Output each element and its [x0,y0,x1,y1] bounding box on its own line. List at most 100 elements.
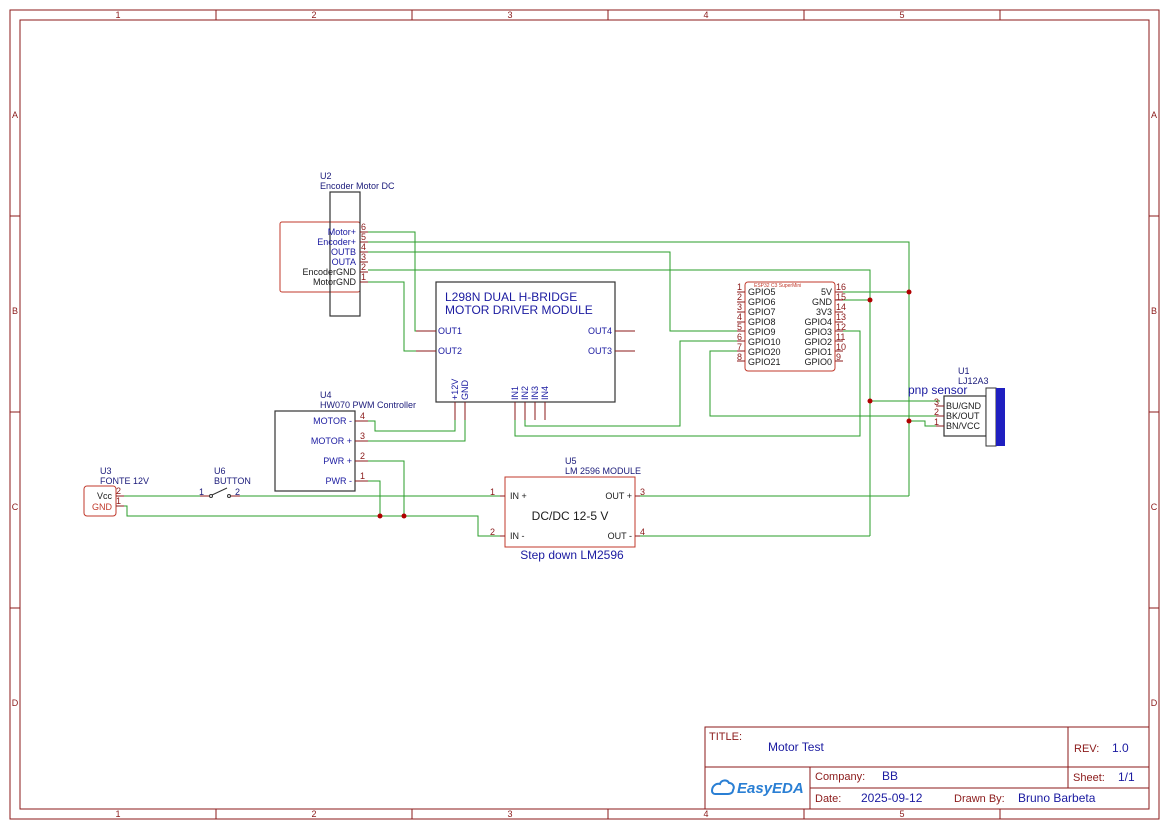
esp-pin8-name: GPIO21 [748,357,781,367]
component-u6-button[interactable]: U6 BUTTON 1 2 [199,466,251,498]
u2-pin3-name: OUTA [332,257,356,267]
u2-name: Encoder Motor DC [320,181,395,191]
u6-pin2-num: 2 [235,487,240,497]
u4-pin1-name: PWR - [326,476,353,486]
u5-pin3-num: 3 [640,487,645,497]
esp-pin5-num: 5 [737,322,742,332]
junction-pwr-plus [401,513,407,519]
u5-body [504,476,636,548]
esp-pin9-num: 9 [836,352,841,362]
esp-pin3-num: 3 [737,302,742,312]
u5-pin4-name: OUT - [608,531,632,541]
component-u3-power-supply[interactable]: U3 FONTE 12V Vcc GND 2 1 [83,466,149,517]
u5-pin2-name: IN - [510,531,525,541]
u5-name: LM 2596 MODULE [565,466,641,476]
u6-name: BUTTON [214,476,251,486]
l298n-in3: IN3 [530,386,540,400]
component-esp32-c3[interactable]: ESP32 C3 SuperMini GPIO5 GPIO6 GPIO7 GPI… [737,281,846,372]
u2-pin5-num: 5 [361,232,366,242]
col-label-3-top: 3 [507,10,512,20]
col-label-1-bottom: 1 [115,809,120,819]
esp-pin15-name: GND [812,297,833,307]
esp-pin4-name: GPIO8 [748,317,776,327]
u3-pin2-name: Vcc [97,491,113,501]
u5-pin3-name: OUT + [605,491,632,501]
u6-ref: U6 [214,466,226,476]
u1-ref: U1 [958,366,970,376]
u3-pin1-num: 1 [116,496,121,506]
esp-pin7-name: GPIO20 [748,347,781,357]
u3-name: FONTE 12V [100,476,149,486]
wire-gpio20-sensor [709,350,940,417]
u6-pin1-num: 1 [199,487,204,497]
u4-pin2-name: PWR + [323,456,352,466]
u2-pin6-num: 6 [361,222,366,232]
esp-pin6-num: 6 [737,332,742,342]
u3-ref: U3 [100,466,112,476]
junction-5v [906,289,912,295]
u2-pin4-name: OUTB [331,247,356,257]
esp-left-pins: GPIO5 GPIO6 GPIO7 GPIO8 GPIO9 GPIO10 GPI… [737,282,781,367]
wire-outb-gpio9 [368,251,741,332]
u4-pin3-num: 3 [360,431,365,441]
u2-body [329,191,361,317]
row-label-b-right: B [1151,306,1157,316]
esp-pin15-num: 15 [836,292,846,302]
esp-pin2-num: 2 [737,292,742,302]
esp-pin2-name: GPIO6 [748,297,776,307]
col-label-3-bottom: 3 [507,809,512,819]
component-l298n-driver[interactable]: L298N DUAL H-BRIDGE MOTOR DRIVER MODULE … [416,281,635,420]
u4-ref: U4 [320,390,332,400]
row-label-b-left: B [12,306,18,316]
wire-encoder-plus-5v [368,241,910,496]
easyeda-logo-text: EasyEDA [737,780,804,797]
u2-pin6-name: Motor+ [328,227,356,237]
junction-sensor-gnd [867,398,873,404]
l298n-in1: IN1 [510,386,520,400]
component-u5-lm2596[interactable]: U5 LM 2596 MODULE DC/DC 12-5 V Step down… [490,456,645,562]
l298n-in2: IN2 [520,386,530,400]
u1-pin3-name: BU/GND [946,401,982,411]
u5-caption: Step down LM2596 [520,548,624,562]
u3-body [83,485,117,517]
u3-pin2-num: 2 [116,486,121,496]
component-u1-pnp-sensor[interactable]: U1 LJ12A3 pnp sensor BU/GND BK/OUT BN/VC… [908,366,1005,447]
u4-pin4-name: MOTOR - [313,416,352,426]
u1-pin3-num: 3 [934,397,939,407]
cloud-icon [710,779,735,795]
drawn-by-value: Bruno Barbeta [1018,791,1096,805]
l298n-p12v: +12V [450,379,460,400]
l298n-out3: OUT3 [588,346,612,356]
u5-pin2-num: 2 [490,527,495,537]
esp-pin13-num: 13 [836,312,846,322]
col-label-5-bottom: 5 [899,809,904,819]
esp-body [744,281,836,372]
u1-pin2-name: BK/OUT [946,411,980,421]
u2-pin4-num: 4 [361,242,366,252]
component-u2-encoder-motor[interactable]: U2 Encoder Motor DC Motor+ Encoder+ OUTB… [279,171,395,317]
u4-body [274,410,356,492]
u2-pin5-name: Encoder+ [317,237,356,247]
wire-sensor-vcc [909,420,940,427]
u5-pin1-name: IN + [510,491,527,501]
u5-ref: U5 [565,456,577,466]
u4-pin3-name: MOTOR + [311,436,352,446]
esp-pin11-name: GPIO2 [804,337,832,347]
u4-pin4-num: 4 [360,411,365,421]
drawing-frame: 1 2 3 4 5 1 2 3 4 5 A B C D A B C D [9,9,1160,820]
row-label-d-left: D [12,698,19,708]
u5-pin1-num: 1 [490,487,495,497]
component-u4-pwm-controller[interactable]: U4 HW070 PWM Controller MOTOR - MOTOR + … [274,390,416,492]
l298n-out2: OUT2 [438,346,462,356]
esp-pin14-num: 14 [836,302,846,312]
esp-pin3-name: GPIO7 [748,307,776,317]
wire-pwm-pwr-plus [368,460,405,516]
company-value: BB [882,769,898,783]
u1-housing [985,387,997,447]
esp-pin8-num: 8 [737,352,742,362]
rev-value: 1.0 [1112,741,1129,755]
esp-pin16-num: 16 [836,282,846,292]
col-label-2-bottom: 2 [311,809,316,819]
row-label-a-left: A [12,110,18,120]
